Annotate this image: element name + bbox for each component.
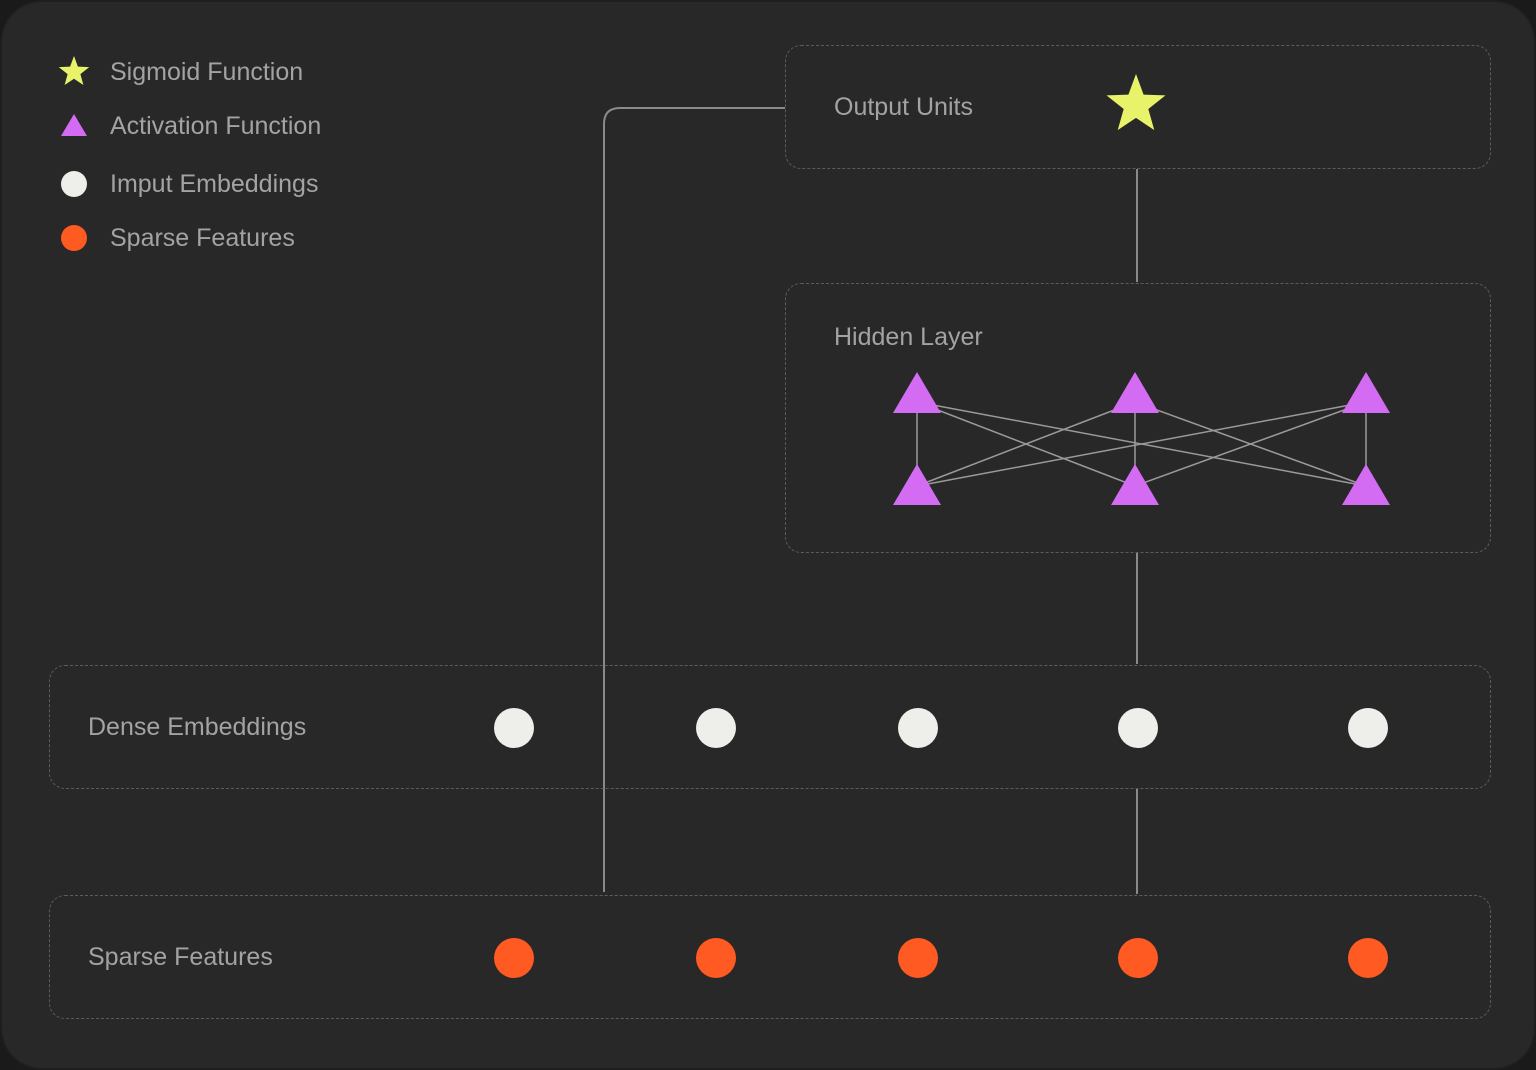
legend-item-sigmoid: Sigmoid Function [56, 54, 303, 90]
legend-item-sparse: Sparse Features [56, 220, 295, 256]
activation-node-triangle-icon [1342, 372, 1390, 413]
activation-node-triangle-icon [1111, 372, 1159, 413]
output-star-icon [1106, 74, 1166, 131]
hidden-layer-nodes [893, 372, 1390, 505]
legend-label: Imput Embeddings [110, 170, 319, 198]
sparse-node-circle-icon [1348, 938, 1388, 978]
hidden-layer-box [785, 283, 1491, 553]
legend-label: Sparse Features [110, 224, 295, 252]
circle-icon [56, 166, 92, 202]
sparse-features-label: Sparse Features [88, 943, 273, 971]
legend-item-embeddings: Imput Embeddings [56, 166, 318, 202]
activation-node-triangle-icon [1111, 464, 1159, 505]
embedding-node-circle-icon [1348, 708, 1388, 748]
sparse-node-circle-icon [696, 938, 736, 978]
activation-node-triangle-icon [893, 372, 941, 413]
embedding-node-circle-icon [494, 708, 534, 748]
output-units-box [785, 45, 1491, 169]
embedding-node-circle-icon [696, 708, 736, 748]
embedding-node-circle-icon [898, 708, 938, 748]
hidden-layer-label: Hidden Layer [834, 323, 983, 351]
triangle-icon [56, 108, 92, 144]
dense-embeddings-box [49, 665, 1491, 789]
output-units-label: Output Units [834, 93, 973, 121]
embedding-node-circle-icon [1118, 708, 1158, 748]
circle-icon [56, 220, 92, 256]
activation-node-triangle-icon [1342, 464, 1390, 505]
bypass-connector [603, 107, 785, 892]
star-icon [56, 54, 92, 90]
legend-label: Activation Function [110, 112, 322, 140]
sparse-node-circle-icon [898, 938, 938, 978]
sparse-features-box [49, 895, 1491, 1019]
legend-item-activation: Activation Function [56, 108, 321, 144]
activation-node-triangle-icon [893, 464, 941, 505]
legend-label: Sigmoid Function [110, 58, 304, 86]
sparse-node-circle-icon [494, 938, 534, 978]
sparse-node-circle-icon [1118, 938, 1158, 978]
dense-embeddings-label: Dense Embeddings [88, 713, 307, 741]
